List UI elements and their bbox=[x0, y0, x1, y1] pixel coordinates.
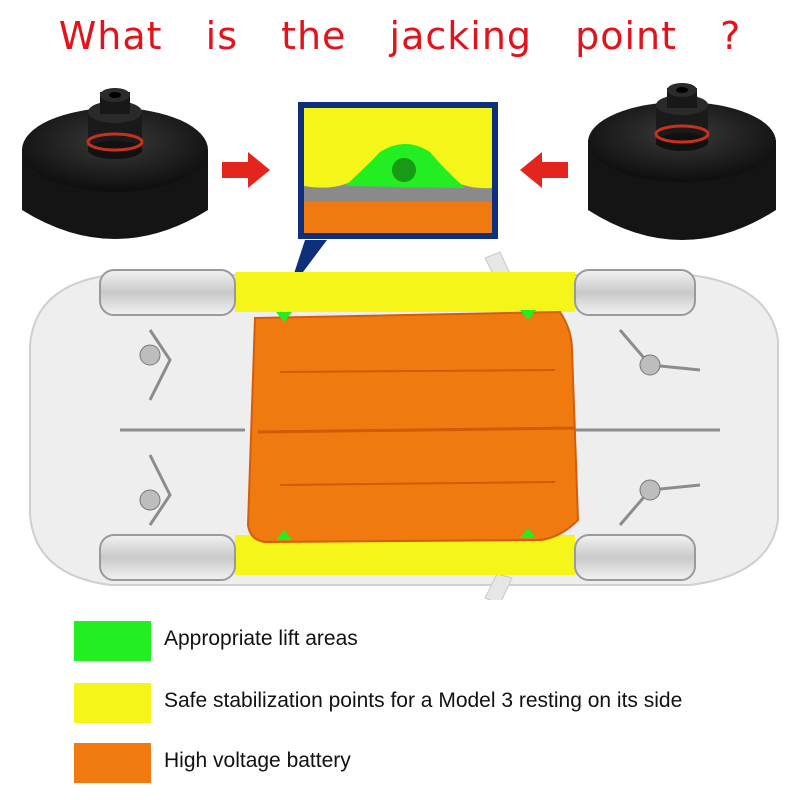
jacking-point-closeup bbox=[288, 102, 498, 292]
legend-swatch-orange bbox=[74, 743, 151, 783]
arrow-right-icon bbox=[222, 152, 270, 188]
legend-label: High voltage battery bbox=[164, 749, 351, 772]
arrow-left-icon bbox=[520, 152, 568, 188]
page-title: What is the jacking point ? bbox=[58, 14, 742, 58]
jack-pad-left-icon bbox=[22, 88, 208, 239]
diagram-graphic bbox=[22, 83, 779, 600]
legend-swatch-yellow bbox=[74, 683, 151, 723]
car-underbody bbox=[29, 251, 779, 600]
legend-label: Appropriate lift areas bbox=[164, 627, 358, 650]
jack-pad-right-icon bbox=[588, 83, 776, 240]
legend-swatch-green bbox=[74, 621, 151, 661]
legend-label: Safe stabilization points for a Model 3 … bbox=[164, 689, 683, 712]
